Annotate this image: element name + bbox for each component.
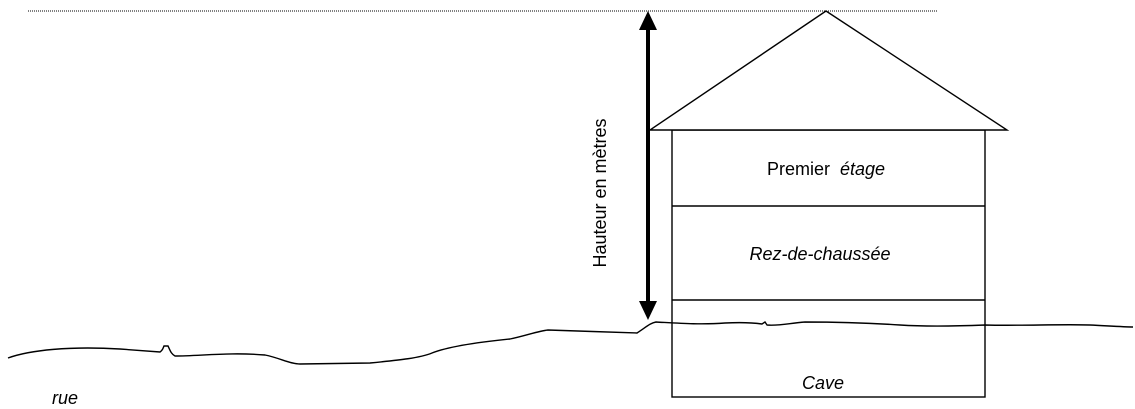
ground-floor-label: Rez-de-chaussée: [749, 244, 890, 264]
first-floor-label-word1: Premier: [767, 159, 830, 179]
height-label: Hauteur en mètres: [590, 118, 610, 267]
cellar-label: Cave: [802, 373, 844, 393]
height-arrow-head-bottom: [639, 301, 657, 320]
house-roof: [647, 10, 1010, 131]
ground-line: [7, 321, 1134, 365]
first-floor-label: Premier étage: [767, 159, 885, 179]
height-arrow-head-top: [639, 11, 657, 30]
first-floor-label-word2: étage: [840, 159, 885, 179]
street-label: rue: [52, 388, 78, 408]
